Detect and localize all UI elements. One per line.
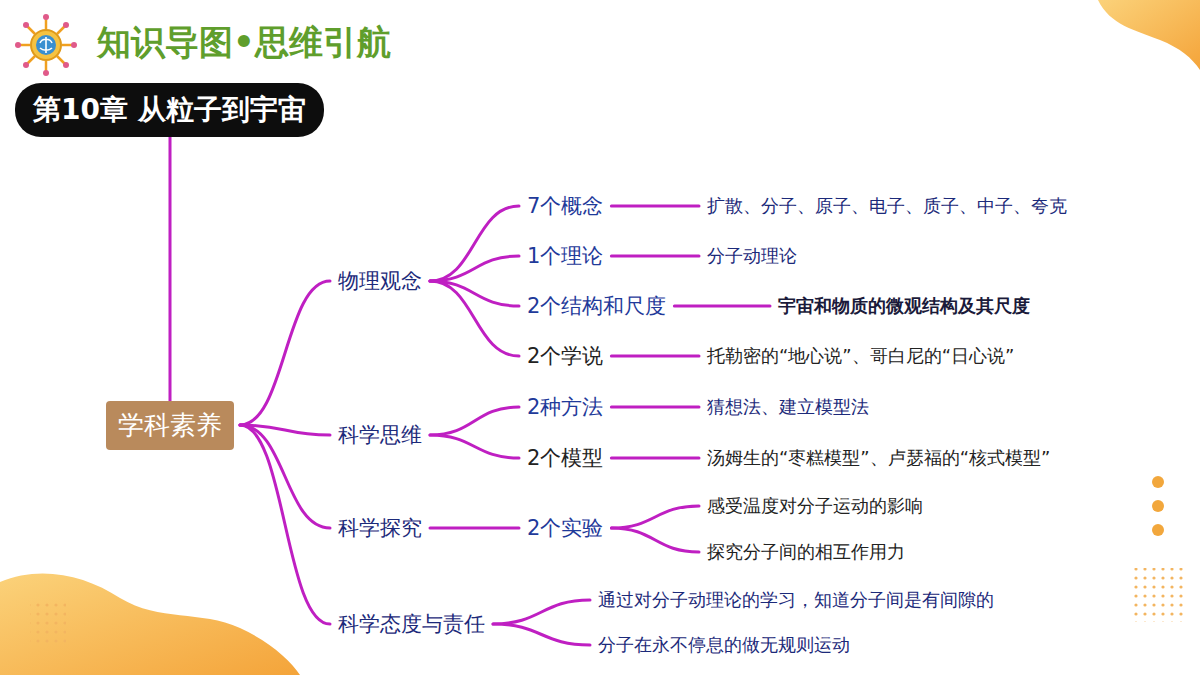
sub-branch-text: 2个学说 — [525, 340, 605, 372]
node-label: 分子在永不停息的做无规则运动 — [598, 633, 850, 657]
node-label: 2个实验 — [527, 514, 603, 542]
branch-line — [240, 425, 330, 528]
brain-icon — [15, 14, 77, 76]
branch-line — [430, 407, 519, 435]
leaf-text: 猜想法、建立模型法 — [705, 393, 871, 421]
sub-branch-text: 7个概念 — [525, 190, 605, 222]
branch-line — [611, 506, 699, 528]
node-label: 通过对分子动理论的学习，知道分子间是有间隙的 — [598, 588, 994, 612]
sub-branch-text: 2个结构和尺度 — [525, 290, 668, 322]
sub-branch-text: 2个模型 — [525, 442, 605, 474]
root-box: 学科素养 — [106, 401, 234, 450]
leaf-text: 扩散、分子、原子、电子、质子、中子、夸克 — [705, 192, 1069, 220]
node-label: 物理观念 — [338, 267, 422, 295]
corner-blob — [1098, 0, 1200, 70]
leaf-text: 分子动理论 — [705, 242, 799, 270]
branch-line — [493, 600, 590, 624]
side-dot — [1152, 476, 1164, 488]
side-dot — [1152, 524, 1164, 536]
node-label: 感受温度对分子运动的影响 — [707, 494, 923, 518]
node-label: 托勒密的“地心说”、哥白尼的“日心说” — [707, 344, 1014, 368]
sub-branch-text: 1个理论 — [525, 240, 605, 272]
chapter-pill: 第10章 从粒子到宇宙 — [15, 83, 324, 137]
leaf-text: 托勒密的“地心说”、哥白尼的“日心说” — [705, 342, 1016, 370]
node-label: 2个学说 — [527, 342, 603, 370]
side-dot — [1152, 500, 1164, 512]
leaf-text: 分子在永不停息的做无规则运动 — [596, 631, 852, 659]
branch-text: 科学思维 — [336, 419, 424, 451]
branch-line — [611, 457, 699, 460]
leaf-text: 宇宙和物质的微观结构及其尺度 — [776, 292, 1032, 320]
node-label: 科学态度与责任 — [338, 610, 485, 638]
branch-line — [611, 355, 699, 358]
branch-line — [430, 527, 519, 530]
sub-branch-text: 2种方法 — [525, 391, 605, 423]
branch-line — [674, 305, 770, 308]
branch-line — [430, 206, 519, 281]
node-label: 2个结构和尺度 — [527, 292, 666, 320]
dot-grid — [1134, 568, 1188, 622]
branch-line — [611, 205, 699, 208]
leaf-text: 感受温度对分子运动的影响 — [705, 492, 925, 520]
branch-line — [430, 435, 519, 458]
branch-line — [611, 406, 699, 409]
branch-line — [430, 256, 519, 281]
branch-line — [240, 425, 330, 624]
sub-branch-text: 2个实验 — [525, 512, 605, 544]
node-label: 学科素养 — [118, 408, 222, 443]
node-label: 猜想法、建立模型法 — [707, 395, 869, 419]
node-label: 科学思维 — [338, 421, 422, 449]
branch-line — [240, 281, 330, 425]
node-label: 宇宙和物质的微观结构及其尺度 — [778, 294, 1030, 318]
node-label: 科学探究 — [338, 514, 422, 542]
branch-line — [493, 624, 590, 645]
leaf-text: 汤姆生的“枣糕模型”、卢瑟福的“核式模型” — [705, 444, 1052, 472]
branch-line — [611, 528, 699, 552]
node-label: 分子动理论 — [707, 244, 797, 268]
branch-line — [169, 137, 172, 401]
node-label: 汤姆生的“枣糕模型”、卢瑟福的“核式模型” — [707, 446, 1050, 470]
branch-text: 科学探究 — [336, 512, 424, 544]
node-label: 2种方法 — [527, 393, 603, 421]
leaf-text: 探究分子间的相互作用力 — [705, 538, 907, 566]
branch-text: 科学态度与责任 — [336, 608, 487, 640]
branch-text: 物理观念 — [336, 265, 424, 297]
leaf-text: 通过对分子动理论的学习，知道分子间是有间隙的 — [596, 586, 996, 614]
node-label: 第10章 从粒子到宇宙 — [33, 91, 306, 129]
branch-line — [611, 255, 699, 258]
branch-line — [430, 281, 519, 356]
node-label: 7个概念 — [527, 192, 603, 220]
corner-wave — [0, 573, 300, 675]
page-title: 知识导图•思维引航 — [97, 20, 391, 66]
node-label: 探究分子间的相互作用力 — [707, 540, 905, 564]
node-label: 扩散、分子、原子、电子、质子、中子、夸克 — [707, 194, 1067, 218]
node-label: 2个模型 — [527, 444, 603, 472]
dot-grid — [30, 600, 66, 645]
node-label: 1个理论 — [527, 242, 603, 270]
